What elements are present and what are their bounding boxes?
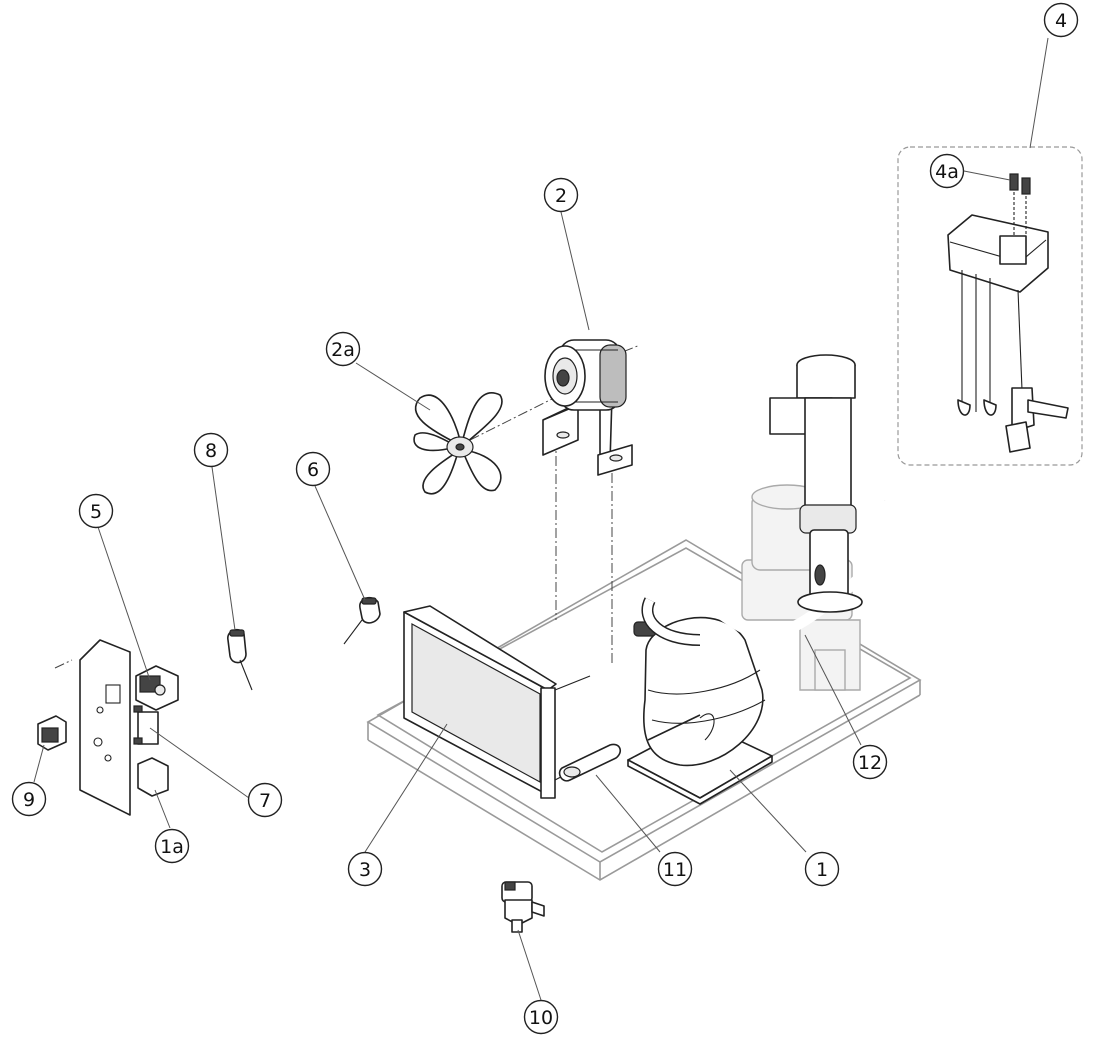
callout-4: 4 [1043, 2, 1079, 38]
fan-motor [542, 339, 633, 476]
pipe-assembly [641, 499, 892, 646]
svg-text:1: 1 [816, 859, 828, 881]
callout-11: 11 [657, 851, 693, 887]
svg-text:1a: 1a [160, 836, 184, 858]
start-relay-1a [137, 757, 169, 797]
probe-6 [343, 596, 381, 645]
svg-text:7: 7 [259, 790, 271, 812]
svg-text:8: 8 [205, 440, 217, 462]
condenser [403, 605, 591, 799]
callout-8: 8 [193, 432, 229, 468]
svg-text:4a: 4a [935, 161, 959, 183]
callout-6: 6 [295, 451, 331, 487]
callout-10: 10 [523, 999, 559, 1035]
control-panel [79, 639, 131, 816]
callout-12: 12 [852, 744, 888, 780]
callout-9: 9 [11, 781, 47, 817]
relay-7 [133, 705, 159, 745]
callout-7: 7 [247, 782, 283, 818]
drier-filter [558, 743, 622, 782]
callout-5: 5 [78, 493, 114, 529]
callouts: 1 1a 2 2a 3 4 4a 5 [11, 2, 1079, 1035]
svg-text:9: 9 [23, 789, 35, 811]
callout-4a: 4a [929, 153, 965, 189]
callout-2a: 2a [325, 331, 361, 367]
switch-5 [135, 665, 179, 711]
fan-blade [413, 392, 503, 495]
svg-text:11: 11 [663, 859, 687, 881]
svg-text:6: 6 [307, 459, 319, 481]
svg-text:10: 10 [529, 1007, 553, 1029]
probe-8 [227, 628, 253, 691]
svg-text:4: 4 [1055, 10, 1067, 32]
svg-text:12: 12 [858, 752, 882, 774]
base-plate [366, 539, 922, 881]
leader-lines [33, 37, 1049, 1001]
water-valve-10 [501, 881, 545, 933]
svg-text:2a: 2a [331, 339, 355, 361]
svg-text:3: 3 [359, 859, 371, 881]
compressor [627, 616, 773, 805]
callout-3: 3 [347, 851, 383, 887]
callout-1: 1 [804, 851, 840, 887]
sensor-group-4 [897, 146, 1083, 466]
svg-text:5: 5 [90, 501, 102, 523]
svg-text:2: 2 [555, 185, 567, 207]
callout-1a: 1a [154, 828, 190, 864]
rocker-switch-9 [37, 715, 67, 751]
receiver-tower [769, 354, 863, 613]
callout-2: 2 [543, 177, 579, 213]
